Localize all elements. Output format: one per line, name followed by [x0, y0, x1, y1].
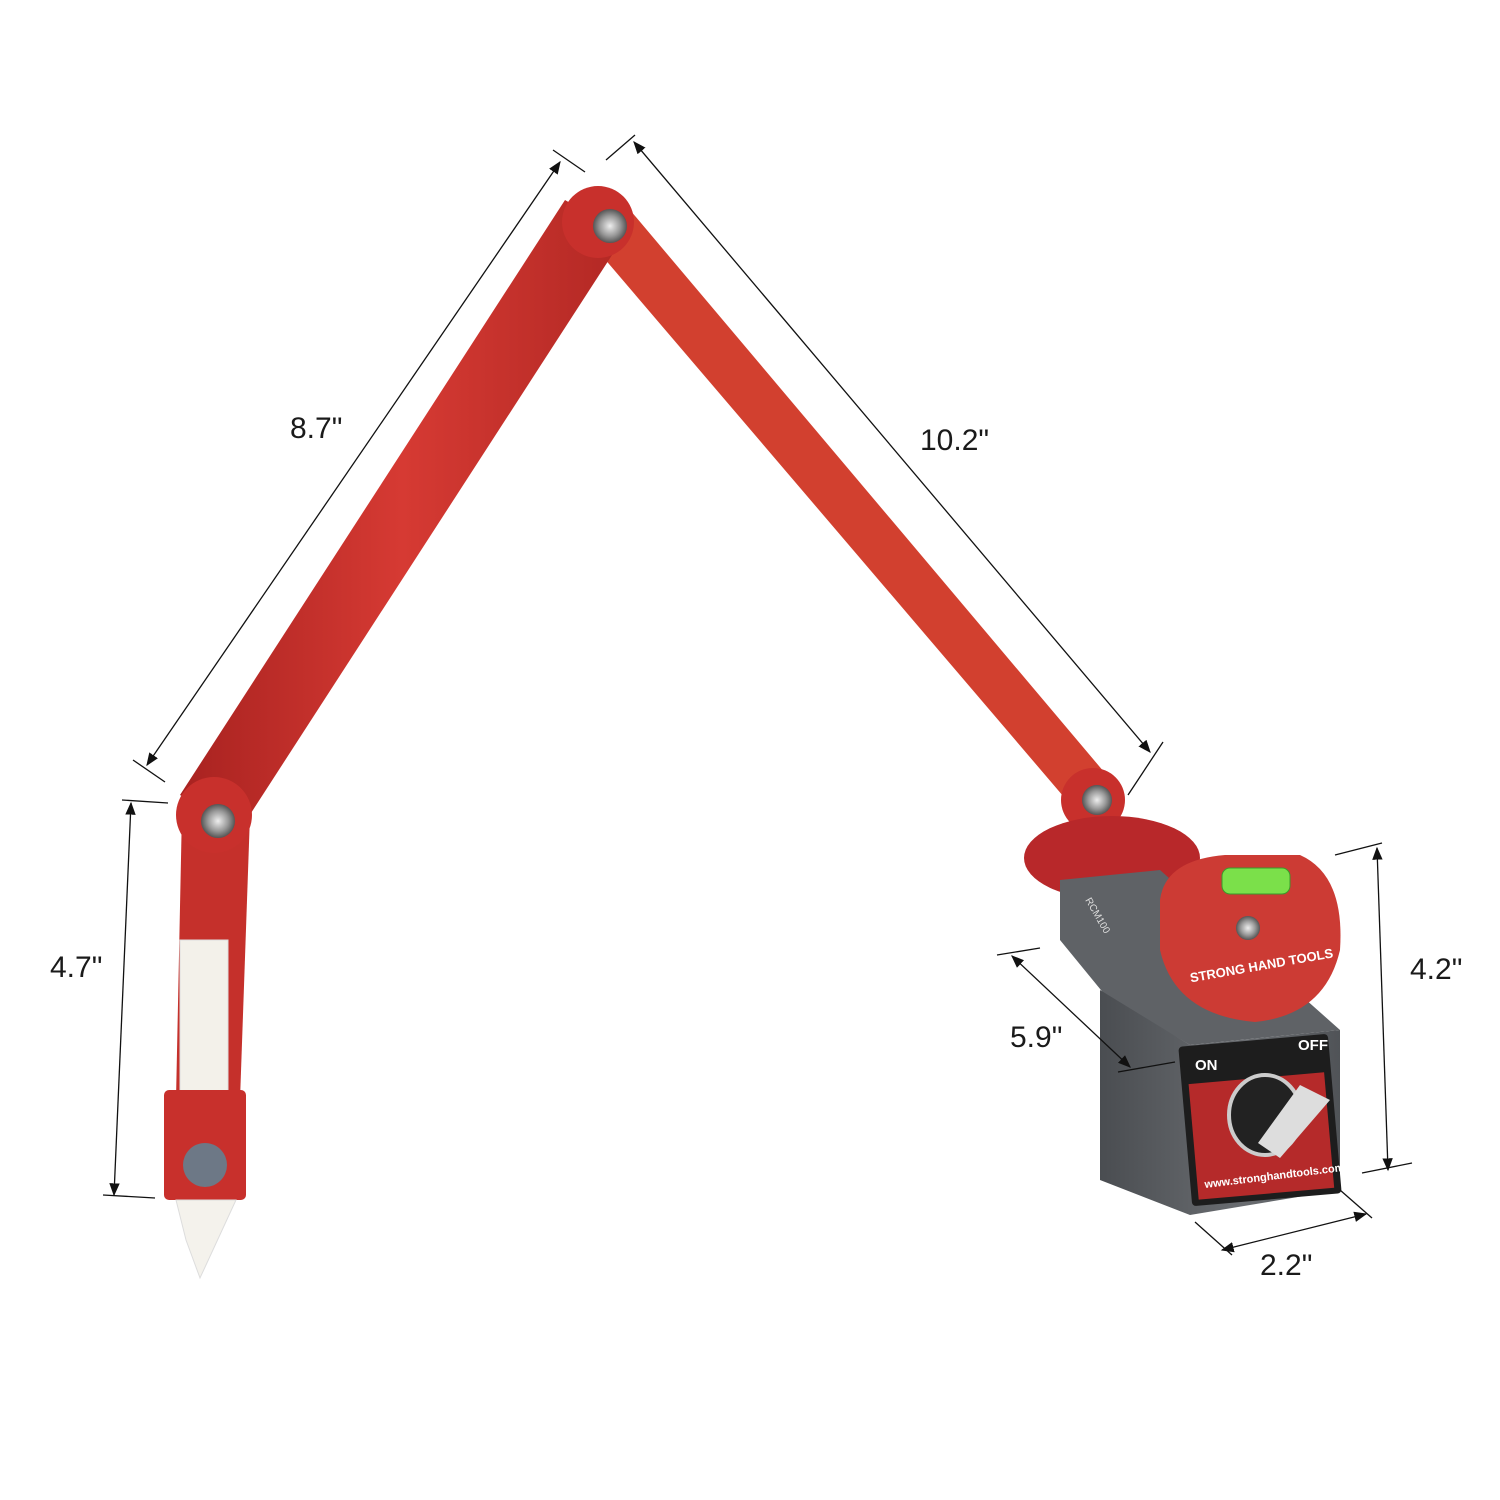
- dimension-line-8-7: [132, 149, 586, 783]
- switch-off-label: OFF: [1298, 1037, 1328, 1054]
- bubble-level-icon: [1221, 867, 1291, 895]
- switch-lever[interactable]: [1258, 1085, 1330, 1158]
- dimension-label-8-7: 8.7": [290, 412, 342, 445]
- dimension-label-5-9: 5.9": [1010, 1021, 1062, 1054]
- dimension-label-4-7: 4.7": [50, 951, 102, 984]
- dimension-line-2-2: [1194, 1189, 1373, 1256]
- dimension-line-5-9: [996, 947, 1176, 1073]
- chalk-holder-insert: [179, 939, 229, 1101]
- dimension-label-10-2: 10.2": [920, 424, 989, 457]
- bolt-icon: [201, 804, 235, 838]
- switch-on-label: ON: [1195, 1057, 1218, 1074]
- dimension-line-10-2: [605, 134, 1164, 796]
- chalk-tip: [175, 1199, 237, 1280]
- bolt-icon: [1082, 785, 1112, 815]
- upper-right-arm: [580, 210, 1115, 810]
- upper-left-arm: [180, 200, 625, 830]
- dimension-line-4-7: [102, 799, 169, 1199]
- dimension-label-4-2: 4.2": [1410, 953, 1462, 986]
- thumb-screw: [183, 1143, 227, 1187]
- dimension-label-2-2: 2.2": [1260, 1249, 1312, 1282]
- bolt-icon: [593, 209, 627, 243]
- dimension-line-4-2: [1334, 842, 1413, 1174]
- bolt-icon: [1236, 916, 1260, 940]
